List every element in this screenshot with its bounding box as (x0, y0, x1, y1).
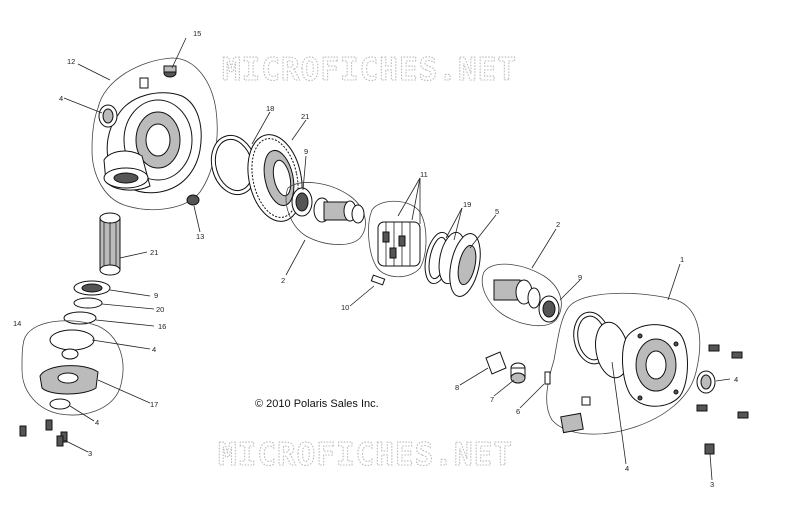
housing-1-outline (546, 292, 701, 435)
pinion-21 (99, 212, 121, 276)
callout-9-left: 9 (154, 291, 158, 300)
cover-14-outline (21, 320, 124, 416)
watermark-bottom: MICROFICHES.NET (218, 437, 513, 473)
bearing-9-right (538, 295, 560, 323)
shaft-assembly (313, 197, 365, 224)
callout-17: 17 (150, 400, 158, 409)
callout-13: 13 (196, 232, 204, 241)
callout-21-top: 21 (301, 112, 309, 121)
assembly-2-right-outline (481, 263, 562, 327)
callout-4-bottom: 4 (625, 464, 629, 473)
callout-9-top: 9 (304, 147, 308, 156)
callout-8: 8 (455, 383, 459, 392)
plate-5 (449, 233, 481, 297)
callout-12: 12 (67, 57, 75, 66)
watermark-top: MICROFICHES.NET (222, 52, 517, 88)
assembly-2-outline (285, 182, 366, 245)
callout-10: 10 (341, 303, 349, 312)
callout-7: 7 (490, 395, 494, 404)
bearing-9-upper (291, 187, 313, 217)
part-8 (485, 351, 507, 375)
callout-16: 16 (158, 322, 166, 331)
callout-21-left: 21 (150, 248, 158, 257)
part-6 (544, 371, 551, 385)
leader-lines (63, 37, 731, 481)
callout-18: 18 (266, 104, 274, 113)
callout-5: 5 (495, 207, 499, 216)
gear-shaft-right (493, 279, 541, 309)
plug-13 (186, 194, 200, 206)
bolts-left (19, 419, 68, 447)
housing-12 (91, 57, 218, 210)
callout-19: 19 (463, 200, 471, 209)
rings-19 (424, 231, 466, 285)
callout-6: 6 (516, 407, 520, 416)
callout-2-right: 2 (556, 220, 560, 229)
callout-3-right: 3 (710, 480, 714, 489)
seal-4-right (696, 370, 716, 394)
callout-2-left: 2 (281, 276, 285, 285)
callout-4-right: 4 (734, 375, 738, 384)
callout-4-lower: 4 (95, 418, 99, 427)
ring-18 (210, 134, 258, 196)
cover-14 (39, 329, 99, 410)
bolts-right (696, 344, 749, 455)
bearing-9-lower (73, 280, 111, 296)
plug-15 (163, 65, 177, 78)
callout-1: 1 (680, 255, 684, 264)
callout-20: 20 (156, 305, 164, 314)
callout-11: 11 (420, 170, 428, 179)
pin-10 (370, 274, 386, 286)
ring-gear-21 (247, 134, 303, 222)
callout-3-left: 3 (88, 449, 92, 458)
callout-4-mid: 4 (152, 345, 156, 354)
callout-4-top: 4 (59, 94, 63, 103)
ring-16 (63, 311, 97, 325)
part-7 (510, 362, 526, 384)
housing-1 (573, 311, 688, 407)
callout-9-right: 9 (578, 273, 582, 282)
callout-14: 14 (13, 319, 21, 328)
copyright-notice: © 2010 Polaris Sales Inc. (255, 398, 379, 410)
washer-20 (73, 297, 103, 309)
bracket-lower-right (560, 396, 591, 434)
clutch-cage-11 (368, 200, 427, 278)
callout-15: 15 (193, 29, 201, 38)
